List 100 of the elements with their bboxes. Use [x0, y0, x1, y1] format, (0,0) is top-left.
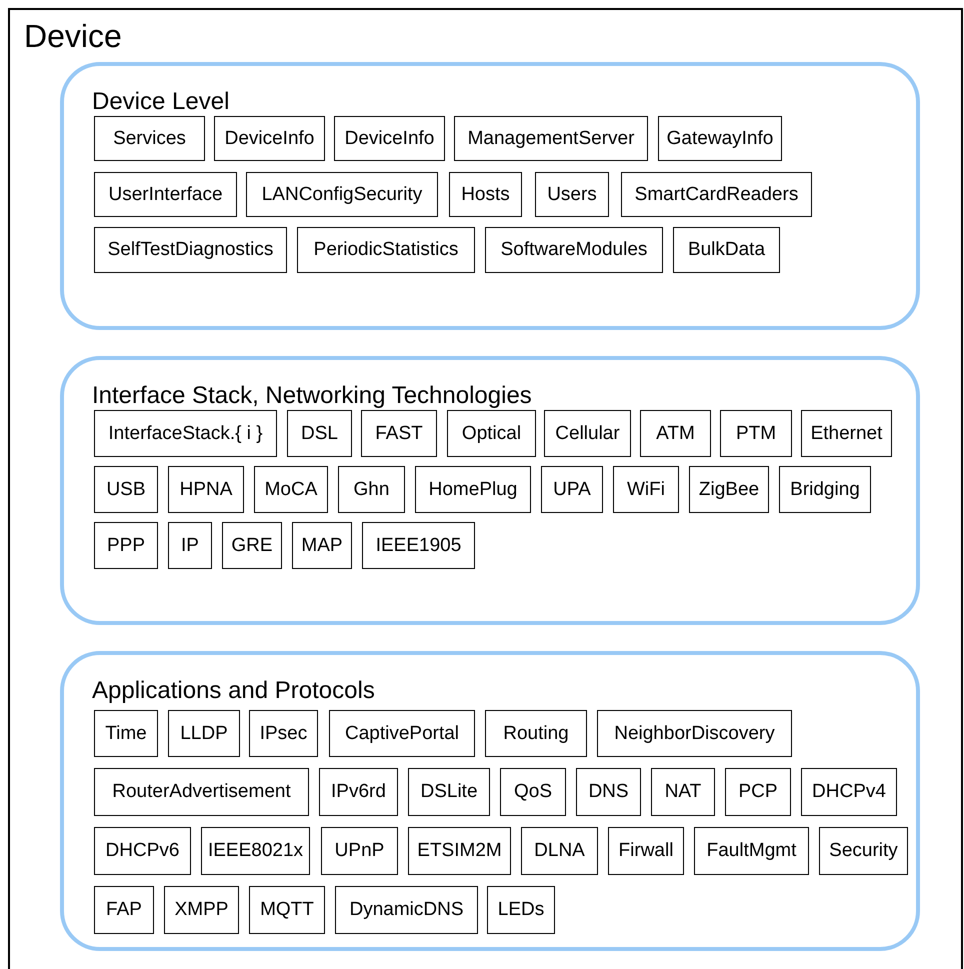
object-box	[164, 886, 239, 934]
object-name: DSLite	[420, 781, 478, 803]
object-box	[801, 768, 897, 816]
object-box	[485, 710, 587, 757]
object-box	[408, 827, 511, 875]
object-name: IP	[181, 534, 199, 556]
object-box	[408, 768, 490, 816]
object-box	[287, 410, 352, 457]
object-name: IEEE8021x	[208, 840, 304, 862]
object-name: MQTT	[260, 899, 314, 921]
object-name: MAP	[301, 534, 343, 556]
object-box	[94, 172, 237, 217]
object-box	[576, 768, 641, 816]
object-name: InterfaceStack.{ i }	[108, 422, 263, 444]
object-name: Time	[105, 722, 147, 744]
object-name: DHCPv4	[812, 781, 886, 803]
object-box	[94, 227, 287, 273]
object-box	[651, 768, 715, 816]
object-name: Optical	[462, 422, 522, 444]
object-name: XMPP	[174, 899, 228, 921]
object-box	[535, 172, 609, 217]
object-box	[597, 710, 792, 757]
group-panel	[60, 651, 920, 951]
object-box	[249, 710, 318, 757]
object-box	[249, 886, 325, 934]
object-name: DHCPv6	[106, 840, 180, 862]
object-name: PCP	[738, 781, 778, 803]
object-box	[361, 410, 437, 457]
object-name: IPv6rd	[331, 781, 386, 803]
object-name: WiFi	[627, 478, 665, 500]
object-name: ATM	[656, 422, 695, 444]
object-name: Users	[547, 184, 597, 206]
group-title: Device Level	[92, 88, 230, 116]
object-name: GatewayInfo	[666, 128, 774, 150]
object-name: Cellular	[555, 422, 620, 444]
object-name: ETSIM2M	[417, 840, 502, 862]
object-box	[94, 410, 277, 457]
object-name: FaultMgmt	[706, 840, 796, 862]
object-box	[658, 116, 782, 161]
device-frame	[8, 8, 963, 969]
object-box	[338, 466, 405, 513]
object-name: GRE	[231, 534, 273, 556]
object-box	[544, 410, 631, 457]
group-title: Interface Stack, Networking Technologies	[92, 382, 532, 410]
object-name: NAT	[664, 781, 702, 803]
object-box	[415, 466, 531, 513]
object-box	[640, 410, 711, 457]
object-box	[214, 116, 325, 161]
object-name: Hosts	[461, 184, 510, 206]
object-name: ManagementServer	[468, 128, 634, 150]
object-name: DeviceInfo	[224, 128, 314, 150]
object-name: Firwall	[618, 840, 674, 862]
object-name: LLDP	[180, 722, 228, 744]
object-name: LANConfigSecurity	[262, 184, 422, 206]
object-box	[222, 522, 282, 569]
group-title: Applications and Protocols	[92, 677, 375, 705]
object-name: HPNA	[180, 478, 232, 500]
object-name: FAP	[106, 899, 142, 921]
object-box	[500, 768, 566, 816]
object-box	[94, 827, 191, 875]
object-box	[541, 466, 603, 513]
object-box	[335, 886, 478, 934]
object-box	[613, 466, 679, 513]
object-name: USB	[106, 478, 146, 500]
object-name: DSL	[301, 422, 338, 444]
object-name: PeriodicStatistics	[314, 239, 458, 261]
object-name: DNS	[588, 781, 629, 803]
object-name: SoftwareModules	[500, 239, 648, 261]
object-name: BulkData	[688, 239, 766, 261]
object-box	[521, 827, 598, 875]
object-box	[801, 410, 892, 457]
object-name: IEEE1905	[376, 534, 462, 556]
object-box	[319, 768, 398, 816]
object-box	[329, 710, 475, 757]
frame-title: Device	[24, 18, 122, 55]
group-panel	[60, 356, 920, 625]
object-box	[487, 886, 555, 934]
object-name: NeighborDiscovery	[614, 722, 775, 744]
object-name: SmartCardReaders	[634, 184, 798, 206]
object-box	[297, 227, 475, 273]
object-box	[168, 466, 244, 513]
object-name: ZigBee	[698, 478, 760, 500]
object-name: Ghn	[354, 478, 390, 500]
object-name: LEDs	[498, 899, 544, 921]
object-name: PTM	[736, 422, 776, 444]
object-box	[94, 116, 205, 161]
object-box	[819, 827, 908, 875]
object-box	[689, 466, 769, 513]
object-name: QoS	[514, 781, 552, 803]
object-box	[725, 768, 791, 816]
object-name: RouterAdvertisement	[112, 781, 291, 803]
object-box	[447, 410, 536, 457]
object-box	[454, 116, 648, 161]
object-name: UserInterface	[108, 184, 223, 206]
object-box	[94, 466, 158, 513]
object-box	[621, 172, 812, 217]
object-name: IPsec	[260, 722, 308, 744]
object-box	[449, 172, 522, 217]
object-name: UPA	[553, 478, 591, 500]
object-name: CaptivePortal	[344, 722, 460, 744]
